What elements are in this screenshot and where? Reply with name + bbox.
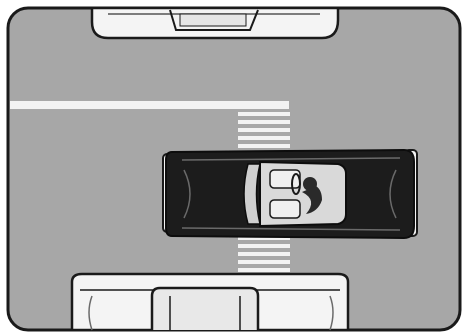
bottom-vehicle	[72, 274, 348, 330]
center-car	[163, 150, 417, 238]
top-vehicle	[92, 8, 338, 38]
stop-line	[10, 101, 289, 109]
